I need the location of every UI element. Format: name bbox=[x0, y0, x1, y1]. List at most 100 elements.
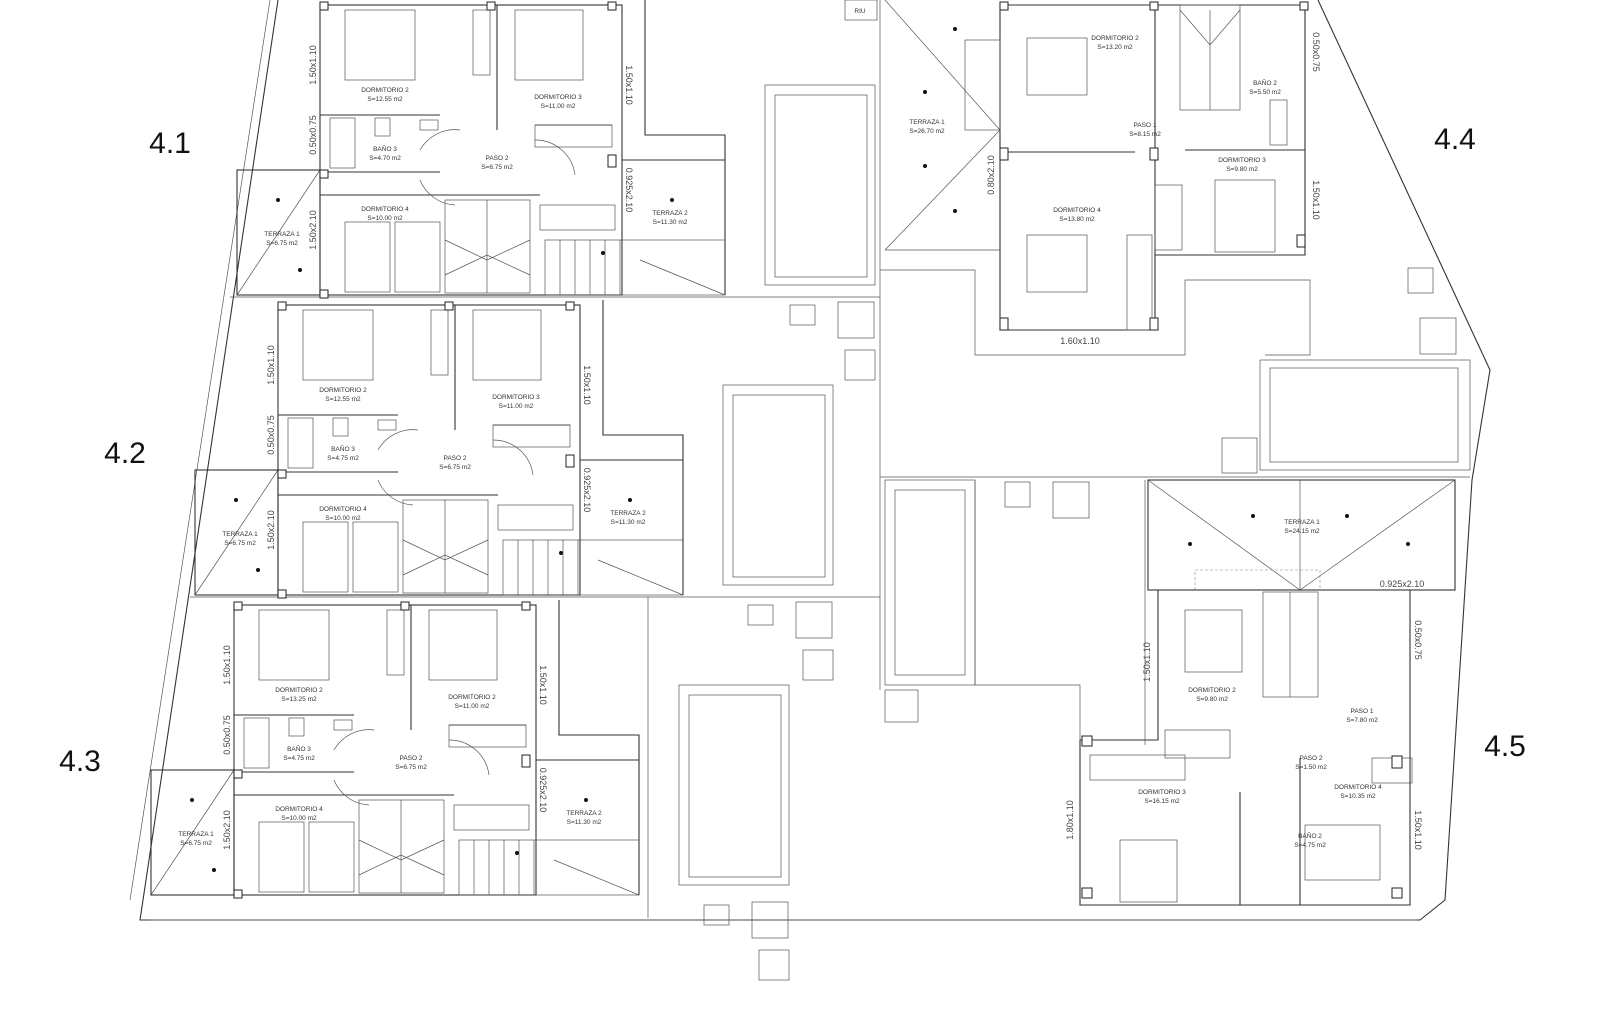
room-area: S=4.75 m2 bbox=[283, 755, 315, 762]
room-name: DORMITORIO 3 bbox=[1218, 157, 1266, 164]
opening-dim: 1.50x1.10 bbox=[1311, 180, 1321, 220]
room-name: PASO 1 bbox=[1350, 708, 1373, 715]
unit-label-4-2: 4.2 bbox=[104, 437, 146, 470]
opening-dim: 1.50x1.10 bbox=[624, 65, 634, 105]
opening-dim: 1.50x1.10 bbox=[538, 665, 548, 705]
unit-label-4-3: 4.3 bbox=[59, 745, 101, 778]
room-area: S=13.20 m2 bbox=[1097, 44, 1133, 51]
unit-4-5-labels: TERRAZA 1S=24.15 m2 DORMITORIO 2S=9.80 m… bbox=[1065, 519, 1424, 850]
opening-dim: 1.50x2.10 bbox=[222, 810, 232, 850]
opening-dim: 1.50x1.10 bbox=[266, 345, 276, 385]
unit-4-1-labels: DORMITORIO 2 S=12.55 m2 DORMITORIO 3 S=11.… bbox=[264, 45, 688, 250]
opening-dim: 1.80x1.10 bbox=[1065, 800, 1075, 840]
room-area: S=6.75 m2 bbox=[266, 240, 298, 247]
room-area: S=7.80 m2 bbox=[1346, 717, 1378, 724]
opening-dim: 1.50x1.10 bbox=[1142, 642, 1152, 682]
room-area: S=4.70 m2 bbox=[369, 155, 401, 162]
room-name: DORMITORIO 2 bbox=[275, 687, 323, 694]
opening-dim: 0.50x0.75 bbox=[222, 715, 232, 755]
unit-label-4-1: 4.1 bbox=[149, 127, 191, 160]
unit-label-4-4: 4.4 bbox=[1434, 123, 1476, 156]
opening-dim: 0.925x2.10 bbox=[624, 168, 634, 213]
opening-dim: 1.50x1.10 bbox=[222, 645, 232, 685]
tag-label: RIU bbox=[854, 8, 866, 15]
room-area: S=8.15 m2 bbox=[1129, 131, 1161, 138]
room-name: PASO 2 bbox=[485, 155, 508, 162]
room-name: BAÑO 3 bbox=[373, 144, 397, 153]
room-area: S=4.75 m2 bbox=[327, 455, 359, 462]
unit-4-1-geometry bbox=[236, 0, 876, 381]
room-area: S=26.70 m2 bbox=[909, 128, 945, 135]
room-area: S=11.30 m2 bbox=[567, 819, 602, 826]
room-area: S=11.00 m2 bbox=[541, 103, 576, 110]
room-name: BAÑO 3 bbox=[331, 444, 355, 453]
opening-dim: 0.925x2.10 bbox=[1380, 579, 1425, 589]
room-area: S=12.55 m2 bbox=[325, 396, 361, 403]
room-name: DORMITORIO 4 bbox=[361, 206, 409, 213]
room-name: BAÑO 2 bbox=[1298, 831, 1322, 840]
opening-dim: 0.925x2.10 bbox=[538, 768, 548, 813]
unit-4-4-labels: DORMITORIO 2 S=13.20 m2 BAÑO 2 S=5.50 m2 P… bbox=[909, 32, 1321, 346]
room-area: S=10.00 m2 bbox=[325, 515, 361, 522]
site-boundary bbox=[139, 0, 1491, 921]
room-name: DORMITORIO 2 bbox=[448, 694, 496, 701]
room-name: TERRAZA 1 bbox=[1284, 519, 1320, 526]
room-name: PASO 2 bbox=[399, 755, 422, 762]
opening-dim: 0.925x2.10 bbox=[582, 468, 592, 513]
room-name: DORMITORIO 4 bbox=[1053, 207, 1101, 214]
room-area: S=13.25 m2 bbox=[281, 696, 317, 703]
room-area: S=6.75 m2 bbox=[481, 164, 513, 171]
room-name: DORMITORIO 2 bbox=[361, 87, 409, 94]
opening-dim: 0.80x2.10 bbox=[986, 155, 996, 195]
room-name: PASO 2 bbox=[443, 455, 466, 462]
room-name: DORMITORIO 4 bbox=[275, 806, 323, 813]
room-area: S=12.55 m2 bbox=[367, 96, 403, 103]
opening-dim: 0.50x0.75 bbox=[1413, 620, 1423, 660]
room-name: TERRAZA 1 bbox=[909, 119, 945, 126]
room-area: S=10.00 m2 bbox=[367, 215, 403, 222]
room-area: S=5.50 m2 bbox=[1249, 89, 1281, 96]
opening-dim: 1.50x2.10 bbox=[308, 210, 318, 250]
room-name: DORMITORIO 2 bbox=[1188, 687, 1236, 694]
opening-dim: 1.50x1.10 bbox=[1413, 810, 1423, 850]
room-name: TERRAZA 2 bbox=[652, 210, 688, 217]
unit-4-3-labels: DORMITORIO 2 S=13.25 m2 DORMITORIO 2 S=11.… bbox=[178, 645, 602, 850]
room-name: TERRAZA 1 bbox=[178, 831, 214, 838]
room-name: BAÑO 2 bbox=[1253, 78, 1277, 87]
opening-dim: 0.50x0.75 bbox=[1311, 32, 1321, 72]
room-name: TERRAZA 1 bbox=[264, 231, 300, 238]
opening-dim: 1.50x2.10 bbox=[266, 510, 276, 550]
room-name: DORMITORIO 2 bbox=[1091, 35, 1139, 42]
unit-4-3-geometry bbox=[150, 599, 790, 981]
room-name: TERRAZA 2 bbox=[610, 510, 646, 517]
room-area: S=1.50 m2 bbox=[1295, 764, 1327, 771]
room-name: TERRAZA 1 bbox=[222, 531, 258, 538]
opening-dim: 0.50x0.75 bbox=[308, 115, 318, 155]
room-area: S=24.15 m2 bbox=[1284, 528, 1320, 535]
room-area: S=11.00 m2 bbox=[499, 403, 534, 410]
room-name: PASO 1 bbox=[1133, 122, 1156, 129]
room-name: DORMITORIO 3 bbox=[534, 94, 582, 101]
room-name: DORMITORIO 3 bbox=[492, 394, 540, 401]
unit-4-5-geometry bbox=[884, 479, 1456, 906]
room-area: S=11.30 m2 bbox=[653, 219, 688, 226]
opening-dim: 1.50x1.10 bbox=[582, 365, 592, 405]
room-area: S=6.75 m2 bbox=[395, 764, 427, 771]
room-name: TERRAZA 2 bbox=[566, 810, 602, 817]
room-name: PASO 2 bbox=[1299, 755, 1322, 762]
room-name: DORMITORIO 4 bbox=[1334, 784, 1382, 791]
room-area: S=9.80 m2 bbox=[1226, 166, 1258, 173]
unit-4-2-geometry bbox=[194, 299, 834, 681]
room-area: S=10.00 m2 bbox=[281, 815, 317, 822]
opening-dim: 0.50x0.75 bbox=[266, 415, 276, 455]
room-area: S=11.30 m2 bbox=[611, 519, 646, 526]
room-area: S=6.75 m2 bbox=[439, 464, 471, 471]
unit-4-4-geometry bbox=[880, 0, 1471, 474]
room-area: S=13.80 m2 bbox=[1059, 216, 1095, 223]
unit-label-4-5: 4.5 bbox=[1484, 730, 1526, 763]
unit-4-2-labels: DORMITORIO 2S=12.55 m2 DORMITORIO 3S=11.… bbox=[222, 345, 646, 550]
room-area: S=4.75 m2 bbox=[1294, 842, 1326, 849]
room-name: DORMITORIO 4 bbox=[319, 506, 367, 513]
room-area: S=10.35 m2 bbox=[1340, 793, 1376, 800]
